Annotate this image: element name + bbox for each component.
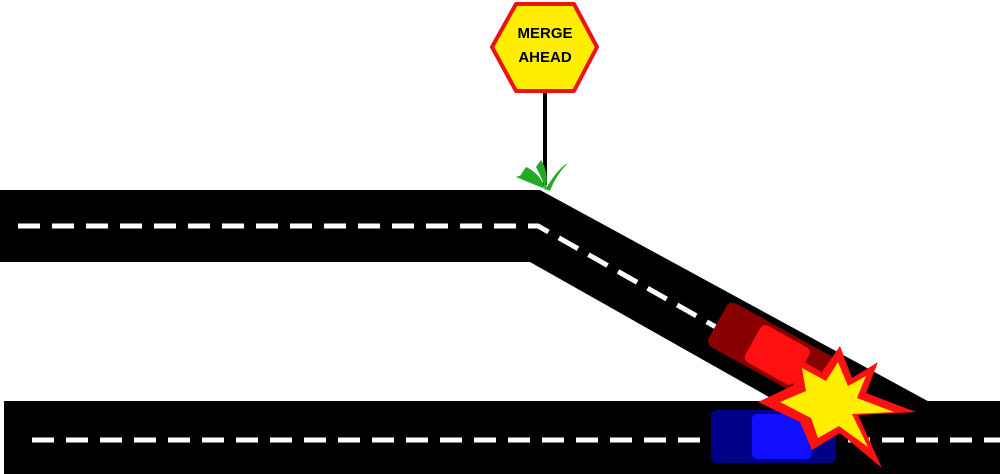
sign-line-2: AHEAD	[518, 49, 572, 66]
grass-tuft-icon	[516, 160, 568, 191]
explosion-inner	[780, 362, 894, 447]
sign-board	[490, 2, 599, 93]
upper-road-lane-marking	[18, 223, 917, 443]
upper-road	[0, 190, 935, 443]
merge-ahead-sign-icon: MERGE AHEAD	[490, 2, 599, 191]
collision-explosion-icon	[758, 346, 916, 468]
sign-line-1: MERGE	[517, 25, 572, 42]
upper-road-surface	[0, 190, 935, 440]
blue-car-body	[752, 414, 812, 459]
